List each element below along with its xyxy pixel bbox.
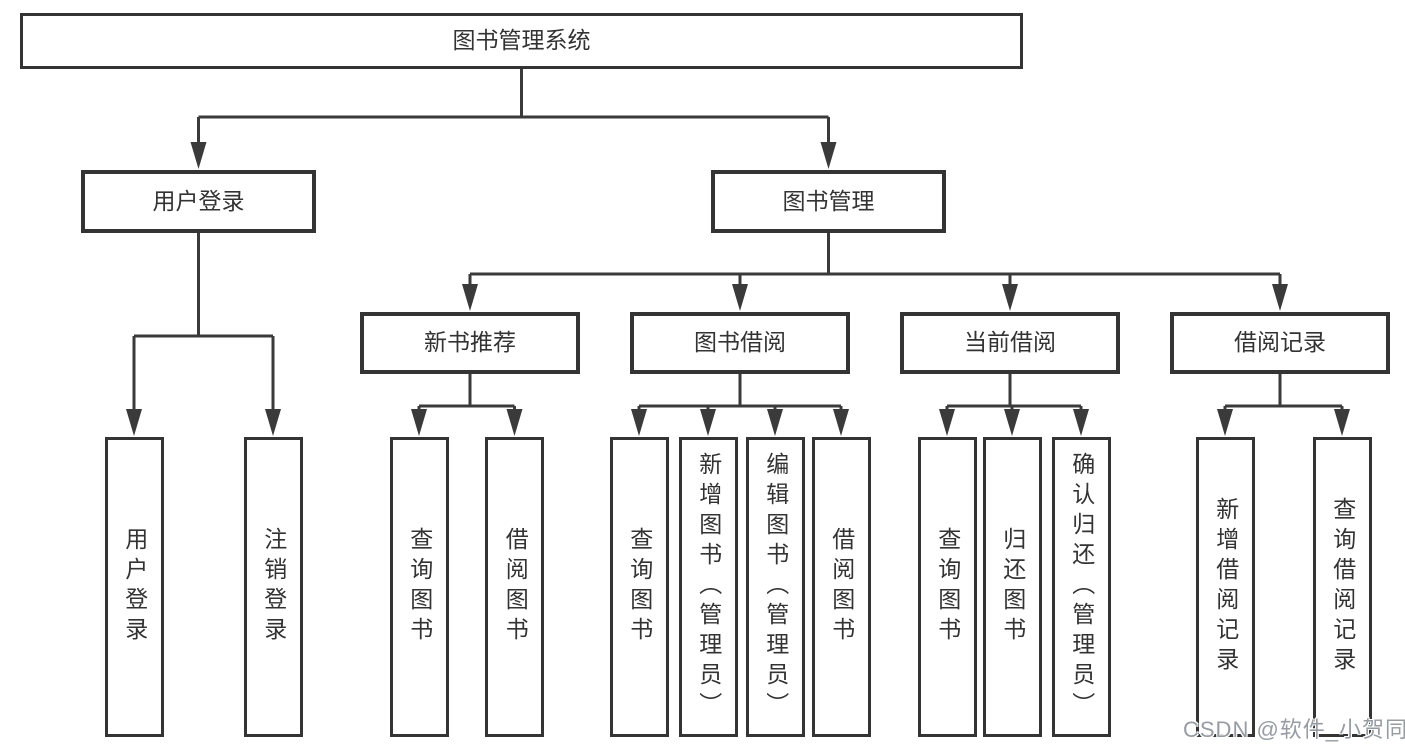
node-current-borrowing: 当前借阅 [900,312,1120,374]
node-borrow-books-leaf: 借阅图书 [811,437,871,737]
node-query-borrow-record: 查询借阅记录 [1312,437,1372,737]
node-confirm-return-admin: 确认归还（管理员） [1051,437,1111,737]
node-borrow-books-recommend: 借阅图书 [485,437,544,737]
node-query-books-current: 查询图书 [917,437,977,737]
node-add-books-admin: 新增图书（管理员） [678,437,738,737]
node-borrowing-records: 借阅记录 [1170,312,1390,374]
node-edit-books-admin: 编辑图书（管理员） [745,437,805,737]
node-book-borrowing: 图书借阅 [630,312,850,374]
node-book-management-branch: 图书管理 [711,170,946,233]
node-library-system: 图书管理系统 [20,13,1023,69]
node-logout-leaf: 注销登录 [243,437,303,737]
node-add-borrow-record: 新增借阅记录 [1195,437,1255,737]
node-new-book-recommendation: 新书推荐 [360,312,580,374]
node-query-books-borrow: 查询图书 [609,437,669,737]
node-user-login-branch: 用户登录 [81,170,316,233]
csdn-watermark: CSDN @软件_小贺同学 [1183,717,1405,742]
node-user-login-leaf: 用户登录 [104,437,164,737]
node-query-books-recommend: 查询图书 [389,437,449,737]
node-return-books: 归还图书 [982,437,1042,737]
